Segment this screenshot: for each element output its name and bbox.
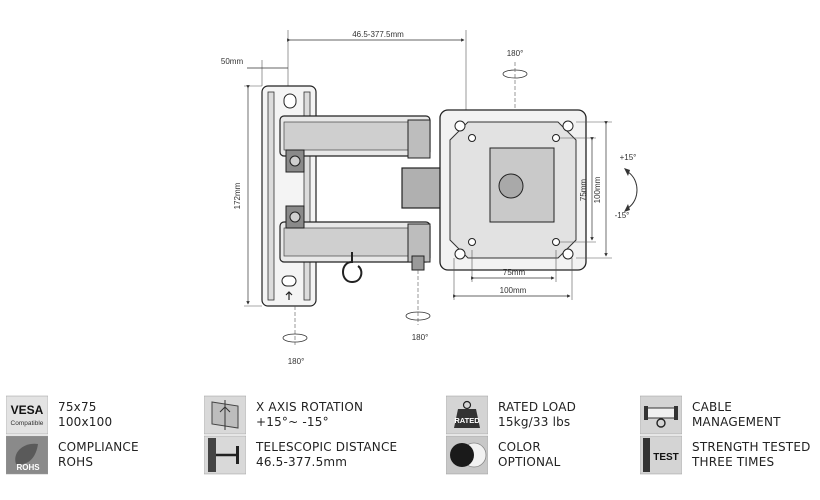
vesa-compatible-icon: VESA Compatible (6, 394, 48, 436)
test-icon-text: TEST (653, 452, 679, 463)
swing-arms (279, 115, 451, 284)
wall-height-label: 172mm (233, 182, 242, 209)
spec-rated-load: RATED RATED LOAD 15kg/33 lbs (446, 394, 576, 436)
rated-icon-text: RATED (454, 416, 480, 425)
rated-load-icon: RATED (446, 394, 488, 436)
spec-rated-load-line2: 15kg/33 lbs (498, 415, 571, 429)
spec-cable-line2: MANAGEMENT (692, 415, 781, 429)
tilt-indicator: +15° -15° (615, 153, 638, 220)
vesa-v-inner-label: 75mm (579, 179, 588, 202)
product-technical-drawing: 46.5-377.5mm 50mm 172mm (221, 30, 638, 366)
wall-height-dimension: 172mm (233, 85, 262, 307)
vesa-horizontal-dimensions: 75mm 100mm (453, 250, 573, 300)
wall-width-dimension: 50mm (221, 57, 288, 86)
spec-compliance-line1: COMPLIANCE (58, 440, 139, 454)
spec-telescopic-line1: TELESCOPIC DISTANCE (256, 440, 398, 454)
spec-color-line2: OPTIONAL (498, 455, 561, 469)
rohs-icon: ROHS (6, 434, 48, 476)
spec-x-axis-rotation: X AXIS ROTATION +15°~ -15° (204, 394, 363, 436)
spec-compliance: ROHS COMPLIANCE ROHS (6, 434, 139, 476)
spec-vesa-line2: 100x100 (58, 415, 113, 429)
spec-x-axis-line1: X AXIS ROTATION (256, 400, 364, 414)
rotation-bottom-left-label: 180° (288, 357, 305, 366)
strength-test-icon: TEST (640, 434, 682, 476)
rotation-bottom-mid-indicator: 180° (405, 270, 431, 342)
spec-telescopic-line2: 46.5-377.5mm (256, 455, 348, 469)
tilt-down-label: -15° (615, 211, 630, 220)
vesa-vertical-dimensions: 75mm 100mm (560, 121, 612, 259)
spec-cable-line1: CABLE (692, 400, 733, 414)
spec-strength-line1: STRENGTH TESTED (692, 440, 811, 454)
spec-strength-tested: TEST STRENGTH TESTED THREE TIMES (640, 434, 811, 476)
color-optional-icon (446, 434, 488, 476)
spec-rated-load-line1: RATED LOAD (498, 400, 577, 414)
wall-width-label: 50mm (221, 57, 244, 66)
spec-telescopic-distance: TELESCOPIC DISTANCE 46.5-377.5mm (204, 434, 397, 476)
vesa-plate (439, 109, 587, 271)
spec-strength-line2: THREE TIMES (692, 455, 775, 469)
spec-vesa-line1: 75x75 (58, 400, 97, 414)
vesa-icon-subtext: Compatible (11, 420, 44, 427)
spec-x-axis-line2: +15°~ -15° (256, 415, 329, 429)
rotation-bottom-left-indicator: 180° (282, 306, 308, 366)
tilt-up-label: +15° (620, 153, 637, 162)
rotation-top-indicator: 180° (502, 49, 528, 110)
rotation-bottom-mid-label: 180° (412, 333, 429, 342)
cable-management-icon (640, 394, 682, 436)
spec-compliance-line2: ROHS (58, 455, 94, 469)
spec-color-optional: COLOR OPTIONAL (446, 434, 560, 476)
rohs-icon-text: ROHS (16, 463, 40, 472)
vesa-h-inner-label: 75mm (503, 268, 526, 277)
telescopic-distance-icon (204, 434, 246, 476)
rotation-top-label: 180° (507, 49, 524, 58)
spec-vesa: VESA Compatible 75x75 100x100 (6, 394, 112, 436)
x-axis-rotation-icon (204, 394, 246, 436)
vesa-v-outer-label: 100mm (593, 176, 602, 203)
spec-color-line1: COLOR (498, 440, 541, 454)
arm-reach-label: 46.5-377.5mm (352, 30, 404, 39)
arm-reach-dimension: 46.5-377.5mm (287, 30, 467, 110)
vesa-h-outer-label: 100mm (500, 286, 527, 295)
vesa-icon-text: VESA (11, 403, 44, 417)
spec-cable-management: CABLE MANAGEMENT (640, 394, 781, 436)
